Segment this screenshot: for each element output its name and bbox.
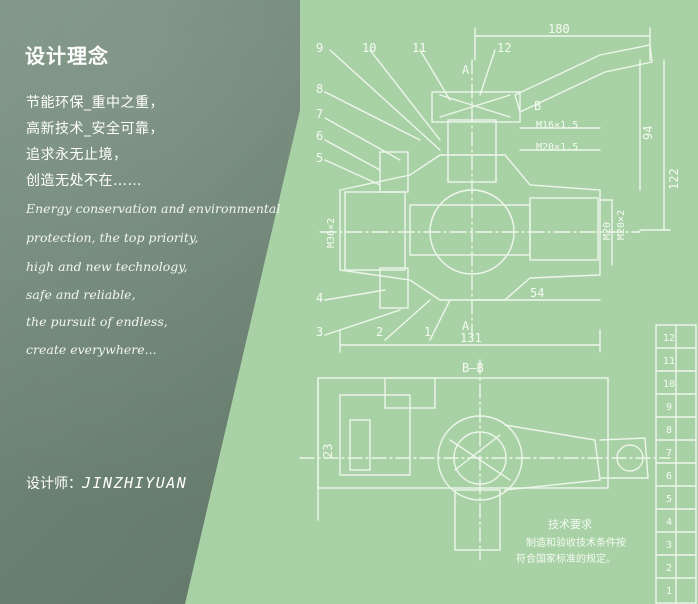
tech-notes-line: 符合国家标准的规定。 xyxy=(516,552,616,565)
dimension-label: M20×2 xyxy=(616,210,627,240)
callout-label: 10 xyxy=(362,41,376,55)
table-number: 8 xyxy=(666,425,672,436)
section-label: B—B xyxy=(462,361,484,375)
callout-label: 3 xyxy=(316,325,323,339)
en-slogan-line: the pursuit of endless, xyxy=(26,314,168,329)
section-label: A xyxy=(462,319,470,333)
callout-label: 4 xyxy=(316,291,323,305)
table-number: 6 xyxy=(666,471,672,482)
callout-label: 11 xyxy=(412,41,426,55)
table-number: 5 xyxy=(666,494,672,505)
cn-slogan-line: 高新技术_安全可靠， xyxy=(26,121,164,137)
callout-label: 6 xyxy=(316,129,323,143)
table-number: 4 xyxy=(666,517,672,528)
table-number: 12 xyxy=(663,333,675,344)
table-number: 7 xyxy=(666,448,672,459)
en-slogan-line: Energy conservation and environmental xyxy=(26,201,281,216)
en-slogan-line: create everywhere... xyxy=(26,342,157,357)
tech-notes-title: 技术要求 xyxy=(548,518,592,531)
table-number: 1 xyxy=(666,586,672,597)
tech-notes-line: 制造和验收技术条件按 xyxy=(526,536,626,549)
callout-label: 5 xyxy=(316,151,323,165)
callout-label: 12 xyxy=(497,41,511,55)
cn-slogan-line: 节能环保_重中之重， xyxy=(26,95,164,111)
dimension-label: 23 xyxy=(321,444,335,458)
table-number: 9 xyxy=(666,402,672,413)
callout-label: 1 xyxy=(424,325,431,339)
table-number: 3 xyxy=(666,540,672,551)
section-label: A xyxy=(462,63,470,77)
callout-label: 9 xyxy=(316,41,323,55)
table-number: 11 xyxy=(663,356,675,367)
dimension-label: M20 xyxy=(602,222,613,240)
dimension-label: M36×2 xyxy=(326,218,337,248)
dimension-label: 94 xyxy=(641,126,655,140)
page-title: 设计理念 xyxy=(25,44,109,68)
designer-credit: 设计师：JINZHIYUAN xyxy=(26,473,187,493)
callout-label: 7 xyxy=(316,107,323,121)
cn-slogan-line: 追求永无止境， xyxy=(26,147,128,163)
dimension-label: 54 xyxy=(530,286,544,300)
en-slogan-line: safe and reliable, xyxy=(26,287,136,302)
dimension-label: 131 xyxy=(460,331,482,345)
callout-label: 2 xyxy=(376,325,383,339)
en-slogan-line: high and new technology, xyxy=(26,259,188,274)
callout-label: 8 xyxy=(316,82,323,96)
designer-label: 设计师： xyxy=(26,476,82,492)
dimension-label: 122 xyxy=(667,168,681,190)
dimension-label: M20×1.5 xyxy=(536,142,578,153)
table-number: 10 xyxy=(663,379,675,390)
en-slogan-line: protection, the top priority, xyxy=(26,230,199,245)
designer-name: JINZHIYUAN xyxy=(82,474,188,492)
cn-slogan-line: 创造无处不在…… xyxy=(26,173,142,189)
dimension-label: 180 xyxy=(548,22,570,36)
section-label: B xyxy=(534,99,541,113)
table-number: 2 xyxy=(666,563,672,574)
dimension-label: M16×1.5 xyxy=(536,120,578,131)
